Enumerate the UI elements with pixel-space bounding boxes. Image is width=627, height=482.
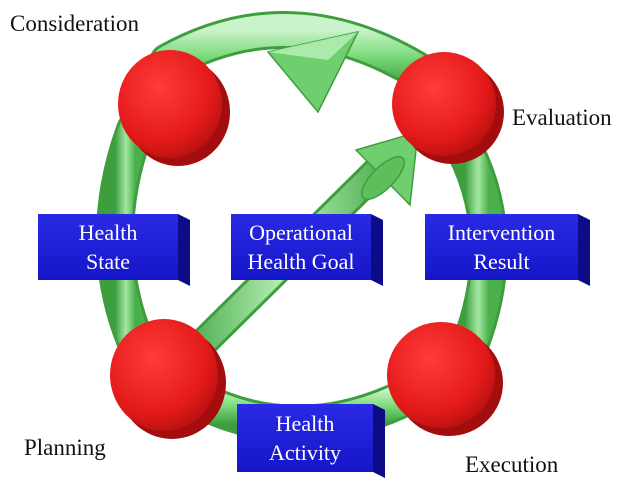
node-evaluation bbox=[392, 52, 504, 164]
intervention-result-text: Intervention Result bbox=[425, 218, 578, 276]
health-activity-line2: Activity bbox=[268, 440, 342, 465]
health-activity-text: Health Activity bbox=[237, 409, 373, 467]
node-planning bbox=[110, 319, 226, 439]
label-consideration: Consideration bbox=[10, 11, 140, 36]
health-state-line1: Health bbox=[78, 220, 138, 245]
label-planning: Planning bbox=[24, 435, 106, 460]
top-arrowhead bbox=[266, 30, 360, 114]
node-execution bbox=[387, 322, 503, 436]
box-health-state bbox=[38, 214, 190, 286]
intervention-result-line1: Intervention bbox=[447, 220, 556, 245]
diagonal-arrowhead bbox=[354, 130, 419, 207]
operational-goal-text: Operational Health Goal bbox=[231, 218, 371, 276]
node-consideration bbox=[118, 50, 230, 166]
intervention-result-line2: Result bbox=[473, 249, 530, 274]
health-state-line2: State bbox=[86, 249, 130, 274]
operational-goal-line2: Health Goal bbox=[247, 249, 355, 274]
label-evaluation: Evaluation bbox=[512, 105, 612, 130]
health-activity-line1: Health bbox=[275, 411, 335, 436]
operational-goal-line1: Operational bbox=[249, 220, 353, 245]
box-health-activity bbox=[237, 404, 385, 478]
box-intervention-result bbox=[425, 214, 590, 286]
box-operational-goal bbox=[231, 214, 383, 286]
label-execution: Execution bbox=[465, 452, 559, 477]
health-state-text: Health State bbox=[38, 218, 178, 276]
